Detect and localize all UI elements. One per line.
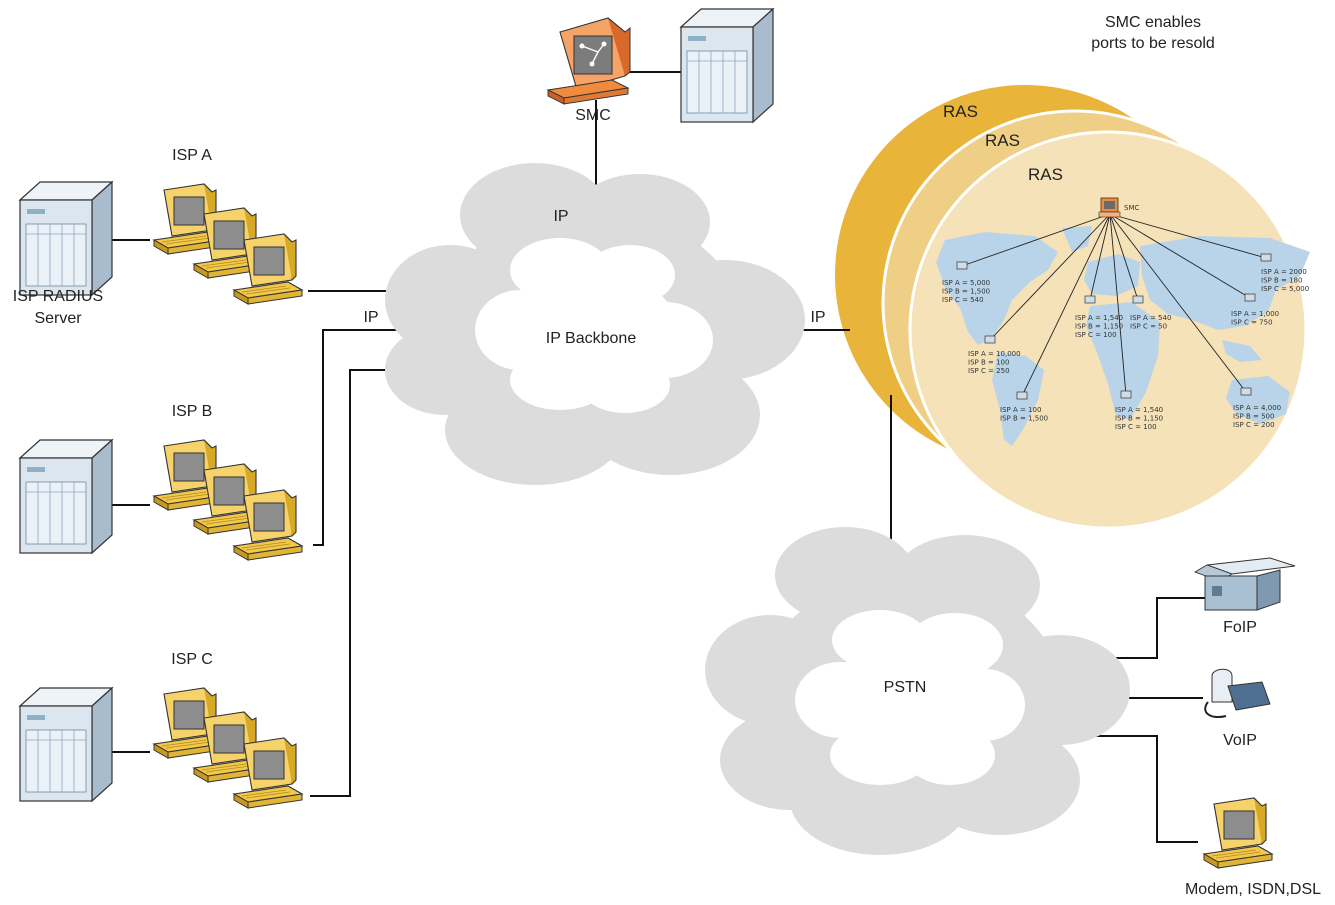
map-site-value: ISP B = 1,150 xyxy=(1115,415,1163,423)
isp-a-label: ISP A xyxy=(172,147,212,164)
map-phone-icon xyxy=(1084,295,1096,304)
map-site-value: ISP A = 1,000 xyxy=(1231,310,1279,318)
map-site-value: ISP C = 200 xyxy=(1233,421,1275,429)
map-site-value: ISP A = 540 xyxy=(1130,314,1171,322)
map-phone-icon xyxy=(1016,391,1028,400)
smc-server xyxy=(680,8,774,123)
map-site-value: ISP C = 100 xyxy=(1075,331,1117,339)
modem-workstation xyxy=(1203,797,1273,869)
map-site-value: ISP C = 540 xyxy=(942,296,984,304)
map-site-value: ISP C = 250 xyxy=(968,367,1010,375)
modem-label: Modem, ISDN,DSL xyxy=(1185,881,1321,898)
map-site-value: ISP A = 1,540 xyxy=(1115,406,1163,414)
map-site-value: ISP A = 2000 xyxy=(1261,268,1307,276)
ip-backbone-label: IP Backbone xyxy=(546,330,637,347)
isp-radius-label-line2: Server xyxy=(34,310,82,327)
map-phone-icon xyxy=(956,261,968,270)
isp-b-workstations xyxy=(153,439,303,561)
smc-note-line2: ports to be resold xyxy=(1091,35,1215,52)
map-site-value: ISP B = 1,500 xyxy=(942,288,990,296)
map-phone-icon xyxy=(1240,387,1252,396)
phone-icon xyxy=(1204,668,1271,718)
map-site-value: ISP C = 750 xyxy=(1231,319,1273,327)
fax-machine-icon xyxy=(1193,557,1296,611)
map-site-value: ISP A = 1,540 xyxy=(1075,314,1123,322)
map-greenland xyxy=(1062,226,1092,252)
map-site-value: ISP B = 1,500 xyxy=(1000,415,1048,423)
map-site-value: ISP B = 500 xyxy=(1233,413,1274,421)
ip-label-right: IP xyxy=(810,309,825,326)
map-connections xyxy=(961,213,1267,397)
map-site-value: ISP C = 100 xyxy=(1115,423,1157,431)
isp-c-label: ISP C xyxy=(171,651,213,668)
map-phone-icon xyxy=(1260,253,1272,262)
map-north-america xyxy=(936,232,1058,345)
smc-note-line1: SMC enables xyxy=(1105,14,1201,31)
ras-stack: RAS RAS RAS xyxy=(835,85,1308,530)
ras-label-3: RAS xyxy=(1028,165,1063,184)
isp-b-label: ISP B xyxy=(172,403,213,420)
map-site-value: ISP A = 100 xyxy=(1000,406,1041,414)
map-phone-icon xyxy=(1132,295,1144,304)
ip-label-top: IP xyxy=(553,208,568,225)
map-phone-icon xyxy=(1244,293,1256,302)
isp-a-workstations xyxy=(153,183,303,305)
smc-label: SMC xyxy=(575,107,611,124)
ip-backbone-cloud: IP Backbone xyxy=(385,163,805,485)
isp-c-workstations xyxy=(153,687,303,809)
ip-label-left: IP xyxy=(363,309,378,326)
map-site-value: ISP B = 180 xyxy=(1261,277,1302,285)
map-site-value: ISP B = 100 xyxy=(968,359,1009,367)
voip-label: VoIP xyxy=(1223,732,1257,749)
pstn-cloud: PSTN xyxy=(705,527,1130,855)
map-phone-icon xyxy=(984,335,996,344)
isp-b-server xyxy=(19,439,113,554)
map-site-value: ISP A = 10,000 xyxy=(968,350,1021,358)
map-smc: SMC xyxy=(1098,197,1139,218)
map-site-value: ISP A = 5,000 xyxy=(942,279,990,287)
pstn-label: PSTN xyxy=(884,679,927,696)
smc-workstation xyxy=(546,17,631,105)
map-se-asia xyxy=(1222,340,1262,362)
map-site-value: ISP A = 4,000 xyxy=(1233,404,1281,412)
map-phone-icon xyxy=(1120,390,1132,399)
map-site-value: ISP C = 50 xyxy=(1130,323,1167,331)
map-site-value: ISP C = 5,000 xyxy=(1261,285,1309,293)
isp-radius-server xyxy=(19,181,113,296)
ras-label-1: RAS xyxy=(943,102,978,121)
map-site-value: ISP B = 1,150 xyxy=(1075,323,1123,331)
isp-c-server xyxy=(19,687,113,802)
map-smc-label: SMC xyxy=(1124,204,1139,212)
foip-label: FoIP xyxy=(1223,619,1257,636)
isp-radius-label-line1: ISP RADIUS xyxy=(13,288,103,305)
ras-label-2: RAS xyxy=(985,131,1020,150)
